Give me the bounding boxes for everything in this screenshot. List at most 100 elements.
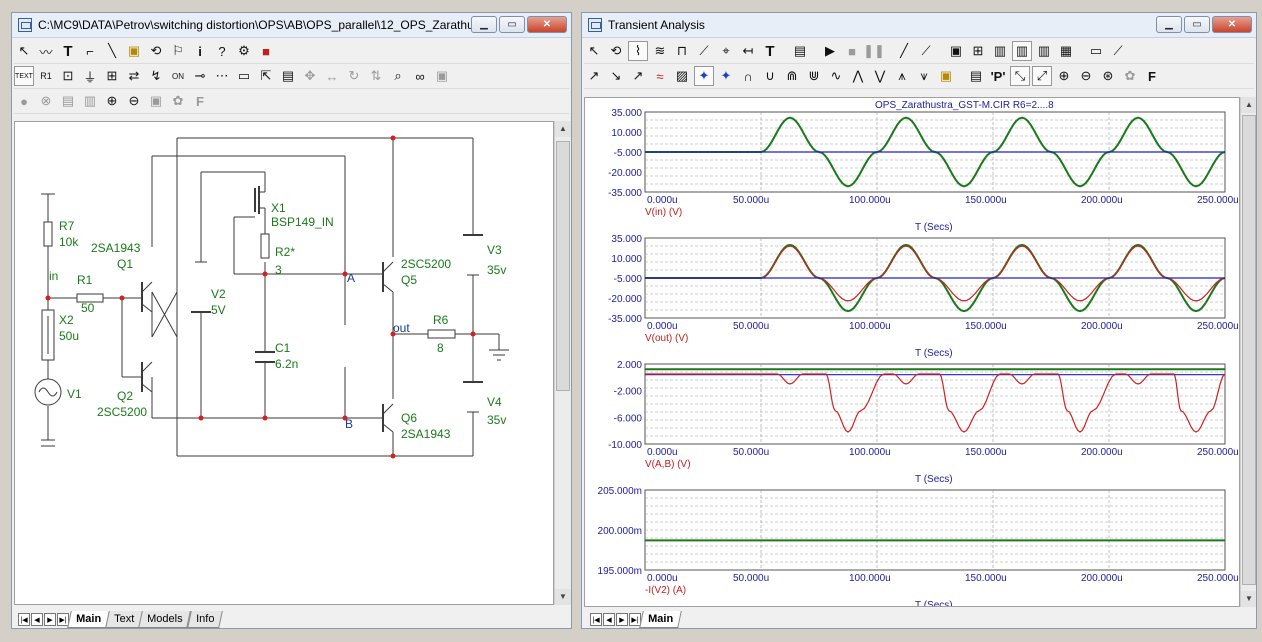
grid-icon[interactable]: ⊞ [106, 68, 118, 83]
line-point-icon[interactable]: ⟋ [921, 43, 931, 58]
schematic-titlebar[interactable]: C:\MC9\DATA\Petrov\switching distortion\… [12, 13, 571, 38]
zoom-out-icon[interactable]: ⊖ [1080, 68, 1092, 83]
inflection-icon[interactable]: ∿ [830, 68, 842, 83]
font-icon[interactable]: F [1148, 68, 1156, 84]
zoom-in-icon[interactable]: ⊕ [106, 93, 118, 108]
text-icon[interactable]: T [765, 42, 775, 60]
maximize-button[interactable]: ▭ [1184, 16, 1210, 33]
scroll-thumb[interactable] [556, 141, 570, 391]
stop-icon[interactable]: ● [20, 93, 28, 109]
pin-icon[interactable]: ⊡ [62, 68, 74, 83]
cursor-mode-icon[interactable]: ⇱ [260, 68, 272, 83]
plot-box-icon[interactable]: ▭ [1089, 43, 1103, 58]
table-icon[interactable]: ▤ [969, 68, 983, 83]
measure-icon[interactable]: ⊓ [676, 43, 688, 58]
point-tag-icon[interactable]: ⌖ [722, 43, 730, 58]
analysis-titlebar[interactable]: Transient Analysis ▁ ▭ ✕ [582, 13, 1256, 38]
cancel-icon[interactable]: ⊗ [40, 93, 52, 108]
cursor-left-icon[interactable]: ↗ [588, 68, 600, 83]
dots-icon[interactable]: ⋯ [215, 68, 229, 83]
close-button[interactable]: ✕ [527, 16, 567, 33]
camera-icon[interactable]: ▣ [149, 93, 163, 108]
pin-markers-icon[interactable]: ⏚ [83, 69, 97, 85]
cursor-mode-icon[interactable]: ↗ [632, 68, 644, 83]
binoculars-icon[interactable]: ∞ [415, 68, 425, 84]
mirror-icon[interactable]: ⇅ [370, 68, 382, 83]
wire-icon[interactable]: 〰 [39, 44, 53, 60]
layout-1-icon[interactable]: ▥ [993, 43, 1007, 58]
top-icon[interactable]: ⩚ [898, 68, 906, 83]
axis-x-icon[interactable]: ⤡ [1010, 66, 1030, 86]
minimize-button[interactable]: ▁ [1156, 16, 1182, 33]
select-icon[interactable]: ↖ [588, 43, 600, 58]
copy-icon[interactable]: ▥ [83, 93, 97, 108]
tag-mode-icon[interactable]: ▣ [939, 68, 953, 83]
last-tab-button[interactable]: ▶| [629, 612, 641, 626]
probe-icon[interactable]: ⚙ [238, 43, 250, 58]
find-icon[interactable]: ⌕ [394, 68, 402, 83]
cursor-right-icon[interactable]: ↘ [610, 68, 622, 83]
analysis-vscroll[interactable]: ▲ ▼ [1240, 97, 1256, 607]
properties-icon[interactable]: ▤ [281, 68, 295, 83]
line-draw-icon[interactable]: ╱ [900, 43, 908, 58]
text-icon[interactable]: T [63, 42, 73, 60]
schematic-canvas[interactable]: R7 10k 2SA1943 Q1 in R1 50 X2 50u V1 Q2 … [14, 121, 554, 605]
bottom-icon[interactable]: ⩛ [920, 68, 928, 83]
layout-4-icon[interactable]: ▦ [1059, 43, 1073, 58]
frame-icon[interactable]: ▣ [949, 43, 963, 58]
scroll-down-arrow[interactable]: ▼ [555, 589, 571, 605]
tab-main[interactable]: Main [67, 610, 110, 628]
select-icon[interactable]: ↖ [18, 43, 30, 58]
valley-icon[interactable]: ∪ [765, 68, 775, 83]
low-icon[interactable]: ⋓ [808, 68, 820, 83]
chart-icon[interactable]: ▨ [675, 68, 689, 83]
on-icon[interactable]: ON [172, 71, 184, 81]
current-icon[interactable]: ↯ [150, 68, 162, 83]
prev-point-icon[interactable]: ✦ [720, 68, 732, 83]
schematic-vscroll[interactable]: ▲ ▼ [554, 121, 571, 605]
first-tab-button[interactable]: |◀ [590, 612, 602, 626]
trace-icon[interactable]: ⟋ [1113, 43, 1123, 58]
grid-icon[interactable]: ⊞ [972, 43, 984, 58]
maximize-button[interactable]: ▭ [499, 16, 525, 33]
cut-icon[interactable]: ▤ [61, 93, 75, 108]
scroll-up-arrow[interactable]: ▲ [1241, 97, 1256, 113]
flag-icon[interactable]: ⚐ [172, 43, 184, 58]
plot-area[interactable]: OPS_Zarathustra_GST-M.CIR R6=2....8 0.00… [584, 97, 1240, 607]
border-icon[interactable]: ▭ [237, 68, 251, 83]
palette-icon[interactable]: ■ [262, 43, 270, 59]
tab-models[interactable]: Models [138, 610, 192, 628]
zoom-in-icon[interactable]: ⊕ [1058, 68, 1070, 83]
flip-icon[interactable]: ↔ [325, 68, 339, 84]
tag-icon[interactable]: ⟋ [699, 43, 709, 58]
step-icon[interactable]: ⌐ [86, 43, 94, 59]
wire-mode-icon[interactable]: ⇄ [128, 68, 140, 83]
scroll-down-arrow[interactable]: ▼ [1241, 591, 1256, 607]
horizontal-tag-icon[interactable]: ↤ [742, 43, 754, 58]
info-icon[interactable]: i [198, 43, 202, 59]
text-mode-icon[interactable]: TEXT [14, 66, 34, 86]
monitor-icon[interactable]: ▣ [435, 68, 449, 83]
high-icon[interactable]: ⋒ [786, 68, 798, 83]
rotate-icon[interactable]: ⟲ [610, 43, 622, 58]
settings-icon[interactable]: ✿ [172, 93, 184, 108]
next-tab-button[interactable]: ▶ [616, 612, 628, 626]
tab-text[interactable]: Text [105, 610, 144, 628]
scale-icon[interactable]: ⌇ [628, 41, 648, 61]
help-icon[interactable]: ? [218, 43, 226, 59]
tab-main[interactable]: Main [639, 610, 682, 628]
trace-select-icon[interactable]: ≈ [656, 68, 664, 84]
p-icon[interactable]: 'P' [990, 68, 1006, 84]
stop-icon[interactable]: ■ [848, 43, 856, 59]
rotate-dim-icon[interactable]: ↻ [348, 68, 360, 83]
settings-icon[interactable]: ✿ [1124, 68, 1136, 83]
node-numbers-icon[interactable]: R1 [40, 71, 52, 81]
tab-info[interactable]: Info [186, 610, 223, 628]
prev-tab-button[interactable]: ◀ [603, 612, 615, 626]
properties-icon[interactable]: ▤ [793, 43, 807, 58]
run-icon[interactable]: ▶ [825, 43, 835, 58]
layout-2-icon[interactable]: ▥ [1012, 41, 1032, 61]
peak-icon[interactable]: ∩ [743, 68, 753, 84]
pin-connect-icon[interactable]: ⊸ [194, 68, 206, 83]
line-icon[interactable]: ╲ [108, 43, 116, 58]
